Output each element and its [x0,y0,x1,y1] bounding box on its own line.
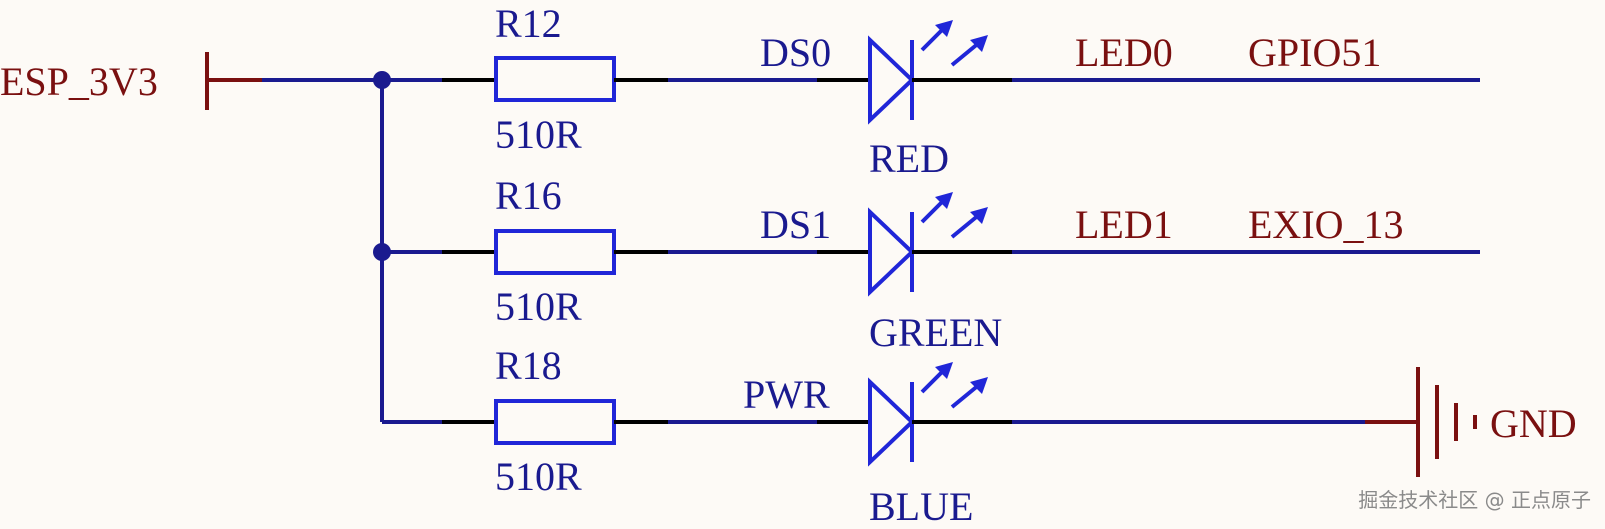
power-net-label: ESP_3V3 [0,59,158,104]
power-port: ESP_3V3 [0,52,262,110]
light-arrowhead-icon [970,35,988,52]
light-arrow-icon [950,212,982,239]
light-arrowhead-icon [970,207,988,224]
resistor-body [494,229,616,275]
light-arrow-icon [950,382,982,409]
led-channel-row: R18 510R PWR BLUE [382,343,1365,529]
ground-label: GND [1490,401,1577,446]
resistor-value: 510R [495,284,582,329]
light-arrow-icon [950,40,982,67]
resistor-designator: R12 [495,1,562,46]
resistor-body [494,56,616,102]
light-arrowhead-icon [935,192,953,209]
led-color: BLUE [869,484,973,529]
led-color: GREEN [869,310,1002,355]
resistor-value: 510R [495,454,582,499]
resistor-body [494,399,616,445]
resistor-value: 510R [495,112,582,157]
ground-symbol: GND [1365,367,1577,477]
led-color: RED [869,136,949,181]
led-channel-row: R12 510R DS0 RED LED0 GPIO51 [382,1,1480,181]
light-arrowhead-icon [970,377,988,394]
light-arrowhead-icon [935,362,953,379]
pin-label: GPIO51 [1248,30,1381,75]
net-label: LED1 [1075,202,1173,247]
resistor-designator: R18 [495,343,562,388]
led-triangle [868,35,915,125]
light-arrowhead-icon [935,20,953,37]
led-triangle [868,207,915,297]
led-designator: PWR [743,372,830,417]
resistor-designator: R16 [495,173,562,218]
net-label: LED0 [1075,30,1173,75]
led-triangle [868,377,915,467]
watermark: 掘金技术社区 @ 正点原子 [1358,488,1591,512]
led-designator: DS0 [760,30,831,75]
led-channel-row: R16 510R DS1 GREEN LED1 EXIO_13 [382,173,1480,355]
pin-label: EXIO_13 [1248,202,1404,247]
led-designator: DS1 [760,202,831,247]
